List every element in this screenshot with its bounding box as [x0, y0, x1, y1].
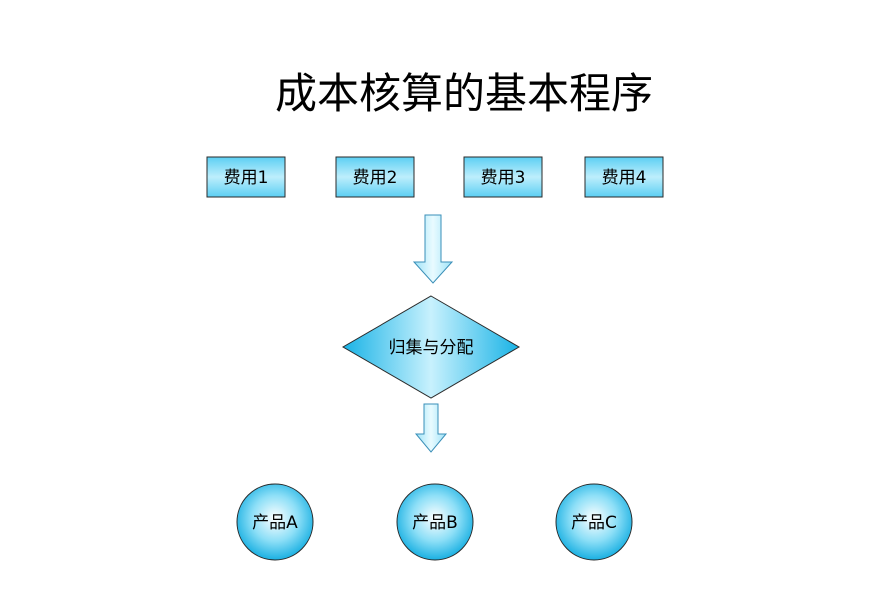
cost-box-label: 费用4 — [602, 168, 647, 188]
allocation-diamond-label: 归集与分配 — [389, 338, 474, 358]
cost-box-3: 费用3 — [463, 156, 543, 198]
product-circle-b: 产品B — [396, 483, 474, 561]
cost-box-1: 费用1 — [206, 156, 286, 198]
product-circle-label: 产品C — [571, 513, 617, 533]
page-title: 成本核算的基本程序 — [275, 69, 653, 118]
cost-box-label: 费用2 — [353, 168, 398, 188]
product-circle-label: 产品B — [412, 513, 458, 533]
cost-box-label: 费用1 — [224, 168, 269, 188]
product-circle-label: 产品A — [252, 513, 298, 533]
cost-box-4: 费用4 — [584, 156, 664, 198]
product-circle-a: 产品A — [236, 483, 314, 561]
cost-box-label: 费用3 — [481, 168, 526, 188]
down-arrow-icon — [412, 214, 454, 284]
cost-box-2: 费用2 — [335, 156, 415, 198]
product-circle-c: 产品C — [555, 483, 633, 561]
down-arrow-icon — [414, 403, 448, 453]
allocation-diamond: 归集与分配 — [342, 295, 520, 399]
